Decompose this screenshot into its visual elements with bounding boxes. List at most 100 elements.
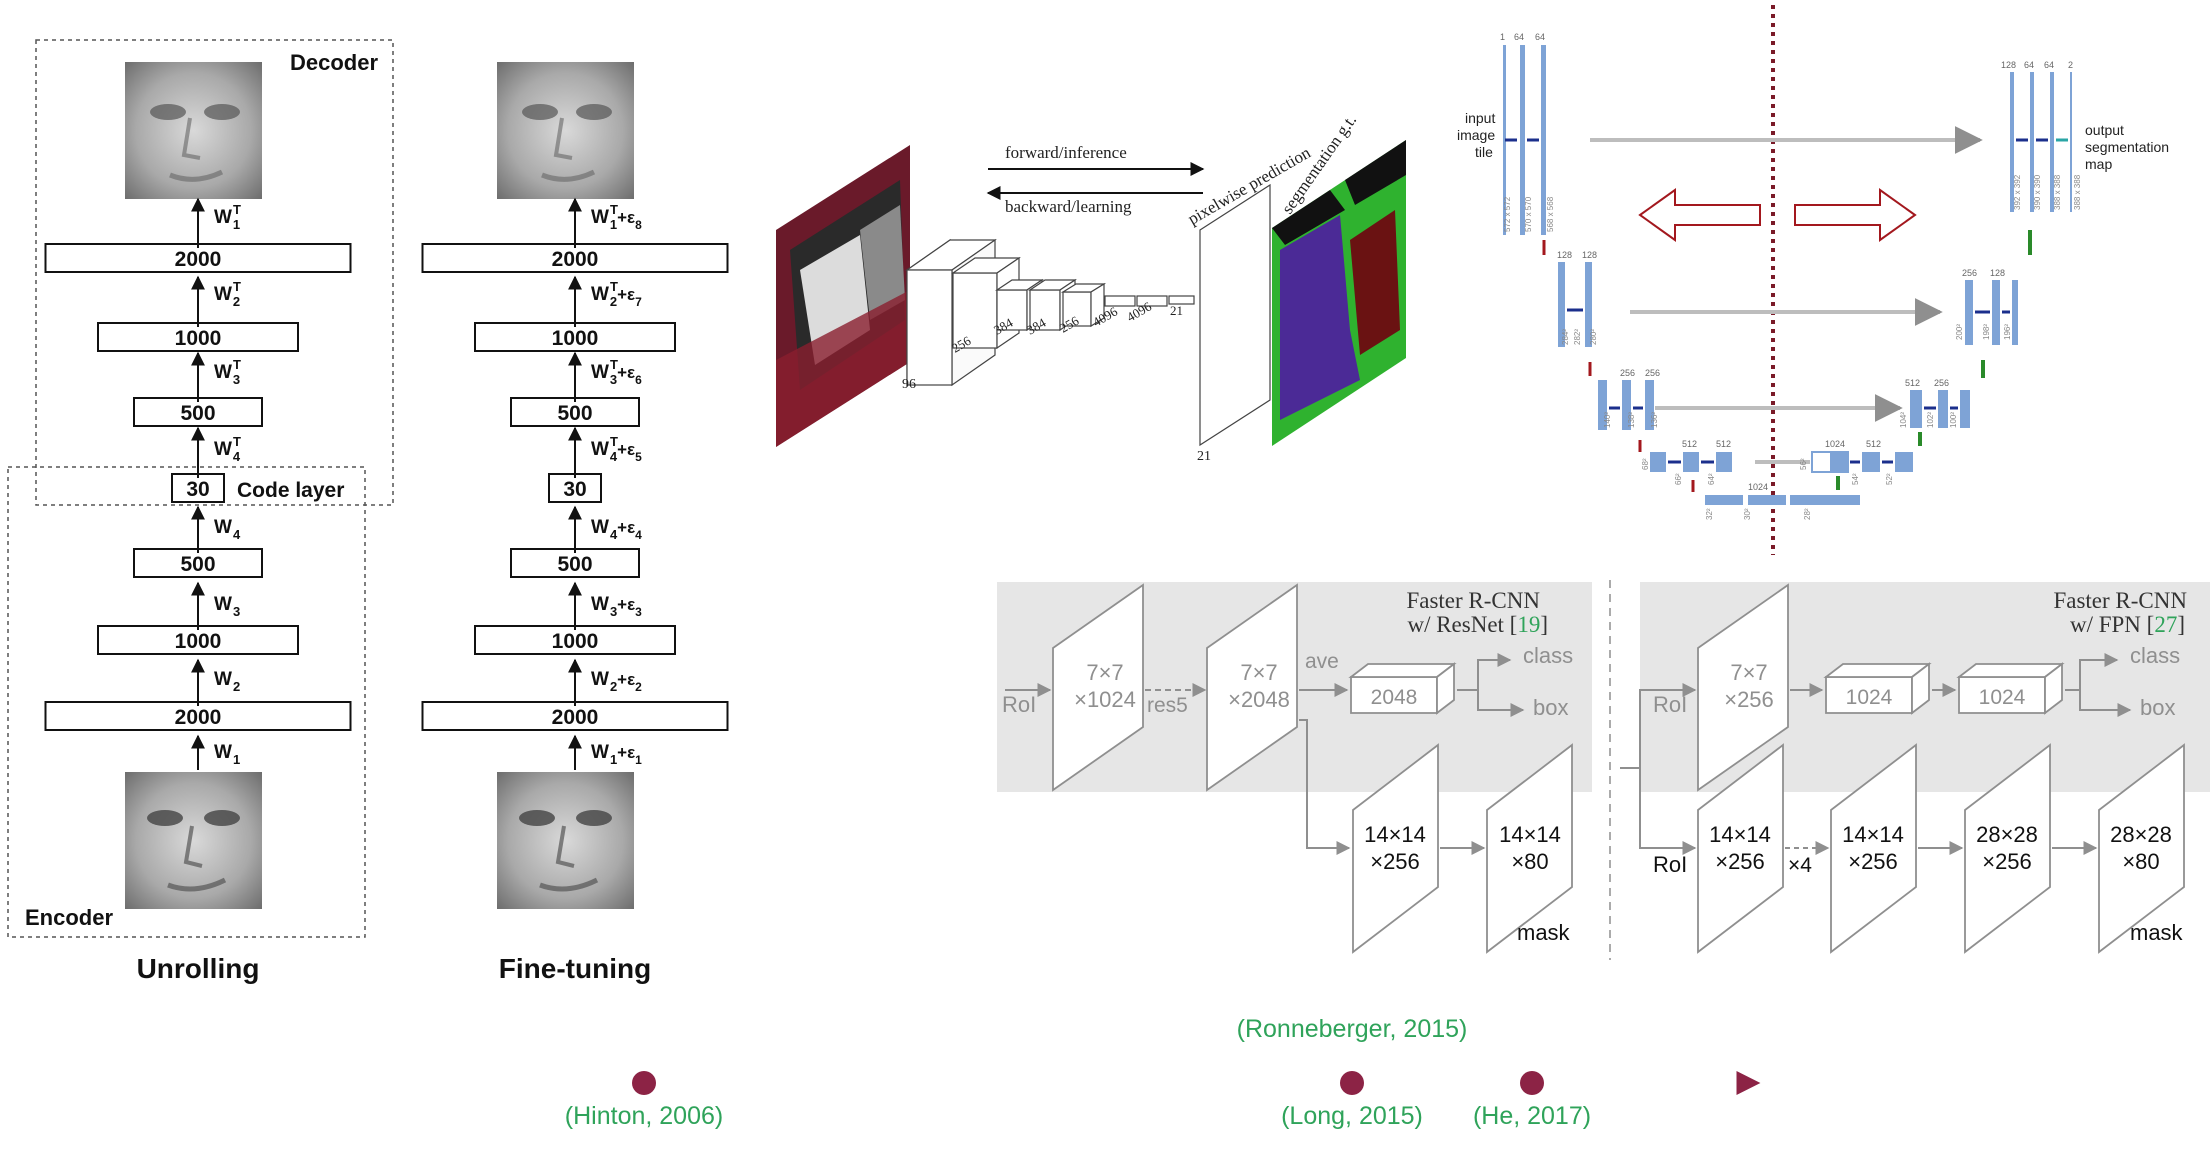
maskrcnn-left-fc: 2048: [1371, 686, 1418, 709]
face-image-bottom-right: [497, 772, 634, 909]
fcn-input-image: [776, 145, 910, 447]
maskrcnn-right-m1-l1: 14×14: [1709, 822, 1771, 847]
fcn-conv-blocks: [905, 238, 1195, 387]
unet-lsz-52: 52²: [1885, 473, 1894, 485]
unet-output-line3: map: [2085, 156, 2112, 172]
finetuning-layer-label: 30: [563, 478, 586, 501]
finetuning-layer-label: 2000: [552, 706, 599, 729]
maskrcnn-right-m2-l2: ×256: [1848, 849, 1898, 874]
unet-lsz-28: 28²: [1803, 508, 1812, 520]
unrolling-layer-label: 1000: [175, 630, 222, 653]
encoder-label: Encoder: [25, 905, 113, 930]
timeline-dot: [1520, 1071, 1544, 1095]
finetuning-layer-label: 1000: [552, 630, 599, 653]
maskrcnn-right-box1-l2: ×256: [1724, 687, 1774, 712]
unrolling-layer-label: 1000: [175, 327, 222, 350]
unet-l4-512b: 512: [1716, 439, 1731, 449]
maskrcnn-right-box: box: [2140, 695, 2175, 720]
unet-bottom-1024: 1024: [1748, 482, 1768, 492]
timeline-dot: [1340, 1071, 1364, 1095]
maskrcnn-left-ave: ave: [1305, 650, 1339, 673]
unet-lsz-64: 64²: [1707, 473, 1716, 485]
maskrcnn-right-m3-l2: ×256: [1982, 849, 2032, 874]
unet-lsz-200: 200²: [1955, 324, 1964, 340]
maskrcnn-right-ref: 27: [2154, 612, 2177, 637]
maskrcnn-left-mask-label: mask: [1517, 920, 1571, 945]
maskrcnn-left-res5: res5: [1147, 694, 1188, 717]
unrolling-layer-label: 500: [180, 553, 215, 576]
unrolling-layer-label: 30: [186, 478, 209, 501]
maskrcnn-left-class: class: [1523, 643, 1573, 668]
unet-size-570: 570 x 570: [1524, 196, 1533, 232]
unet-ch-1: 1: [1500, 32, 1505, 42]
unet-input-line3: tile: [1475, 144, 1493, 160]
unet-lsz-54: 54²: [1851, 473, 1860, 485]
finetuning-layer-box: [548, 473, 602, 503]
face-image-top-right: [497, 62, 634, 199]
finetuning-layer-label: 500: [557, 553, 592, 576]
maskrcnn-left-mask2: [1486, 743, 1573, 954]
encoder-dashed-box: [7, 466, 366, 938]
unet-diagram: 1 64 64 input image tile 128 64 64 2 out…: [1457, 5, 2169, 555]
unet-l3-256a: 256: [1620, 368, 1635, 378]
finetuning-weight-label: W4+ε4: [591, 517, 642, 542]
unrolling-weight-label: W3: [214, 594, 240, 619]
unet-size-392: 392 x 392: [2013, 174, 2022, 210]
unet-size-390: 390 x 390: [2033, 174, 2042, 210]
unet-l4-512a: 512: [1682, 439, 1697, 449]
maskrcnn-right-class: class: [2130, 643, 2180, 668]
fcn-dim-96: 96: [902, 377, 916, 392]
unet-lsz-32: 32²: [1705, 508, 1714, 520]
finetuning-title: Fine-tuning: [499, 953, 651, 984]
unet-l2-128a: 128: [1557, 250, 1572, 260]
forward-label: forward/inference: [1005, 143, 1127, 162]
unet-lsz-198: 198²: [1982, 324, 1991, 340]
unrolling-layer-box: [133, 548, 263, 578]
unet-left-outline-arrow: [1638, 188, 1761, 242]
unet-l4-512r: 512: [1866, 439, 1881, 449]
finetuning-weight-label: W3+ε3: [591, 594, 642, 619]
maskrcnn-left-subtitle-close: ]: [1540, 612, 1548, 637]
unrolling-layer-label: 500: [180, 402, 215, 425]
fcn-dim-21: 21: [1170, 303, 1183, 318]
finetuning-layer-box: [474, 322, 676, 352]
timeline: (Hinton, 2006)(Ronneberger, 2015)(Long, …: [0, 1015, 1761, 1130]
face-image-bottom-left: [125, 772, 262, 909]
timeline-event-label: (Long, 2015): [1281, 1102, 1423, 1130]
maskrcnn-right-m3-l1: 28×28: [1976, 822, 2038, 847]
unet-lsz-68: 68²: [1641, 458, 1650, 470]
unet-lsz-136: 136²: [1650, 412, 1659, 428]
unet-l2-128b: 128: [1582, 250, 1597, 260]
maskrcnn-right-m4-l1: 28×28: [2110, 822, 2172, 847]
unrolling-layer-box: [97, 625, 299, 655]
unet-l3-512r: 512: [1905, 378, 1920, 388]
maskrcnn-left-mask2-l1: 14×14: [1499, 822, 1561, 847]
unet-size-572: 572 x 572: [1503, 196, 1512, 232]
maskrcnn-right-roi-bottom: RoI: [1653, 852, 1687, 877]
unet-l2-256r: 256: [1962, 268, 1977, 278]
unet-ch-64a: 64: [1514, 32, 1524, 42]
maskrcnn-left-box2: [1206, 583, 1298, 792]
unet-lsz-102: 102²: [1926, 412, 1935, 428]
maskrcnn-right-fc1: 1024: [1846, 686, 1893, 709]
maskrcnn-left-box2-l2: ×2048: [1228, 687, 1290, 712]
finetuning-weight-label: W1+ε1: [591, 742, 642, 767]
timeline-event-label: (Hinton, 2006): [565, 1102, 723, 1130]
unet-lsz-140: 140²: [1603, 412, 1612, 428]
maskrcnn-diagram: Faster R-CNN w/ ResNet [19] RoI 7×7 ×102…: [997, 580, 2210, 960]
unet-lsz-196: 196²: [2003, 324, 2012, 340]
unet-l3-256b: 256: [1645, 368, 1660, 378]
unet-l2-128r: 128: [1990, 268, 2005, 278]
maskrcnn-right-subtitle-close: ]: [2177, 612, 2185, 637]
maskrcnn-left-mask2-l2: ×80: [1511, 849, 1548, 874]
unet-l4-1024r: 1024: [1825, 439, 1845, 449]
finetuning-weight-label: W2+ε2: [591, 669, 642, 694]
maskrcnn-right-mask-label: mask: [2130, 920, 2184, 945]
unrolling-weight-label: W4: [214, 517, 241, 542]
maskrcnn-left-subtitle-text: w/ ResNet [: [1407, 612, 1517, 637]
maskrcnn-right-m4: [2098, 743, 2185, 954]
